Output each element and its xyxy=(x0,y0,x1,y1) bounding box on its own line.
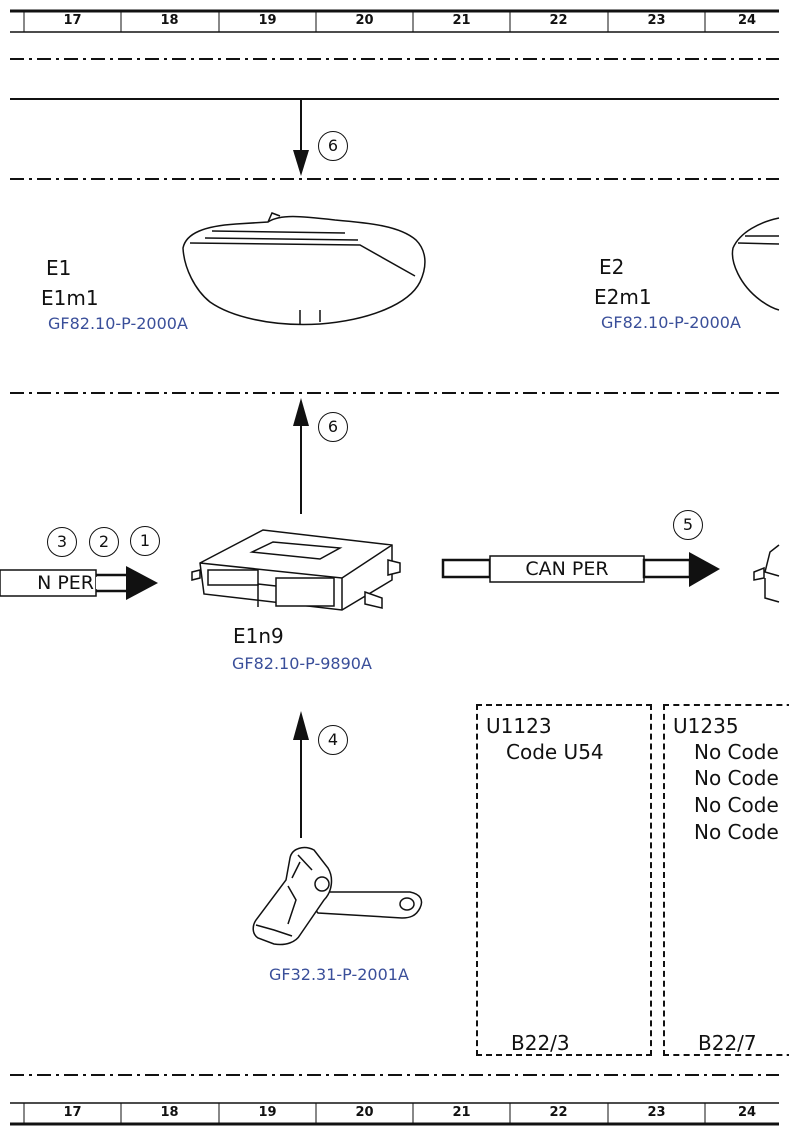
code-box-u1235: U1235 No Code No Code No Code No Code B2… xyxy=(663,704,789,1056)
ruler-col-20: 20 xyxy=(355,13,374,28)
ruler-col-17: 17 xyxy=(63,1105,82,1120)
sensor-illustration xyxy=(252,846,423,946)
e1-label: E1 xyxy=(46,256,72,280)
ruler-col-21: 21 xyxy=(452,1105,471,1120)
headlamp-e1-illustration xyxy=(182,212,426,326)
e2m1-label: E2m1 xyxy=(594,285,652,309)
section-separators xyxy=(10,58,779,1076)
ruler-col-20: 20 xyxy=(355,1105,374,1120)
callout-bubble: 2 xyxy=(89,527,119,557)
code-box-line: No Code xyxy=(694,793,779,817)
code-box-line: No Code xyxy=(694,820,779,844)
callout-bubble: 1 xyxy=(130,526,160,556)
callout-bubble: 5 xyxy=(673,510,703,540)
code-box-line: Code U54 xyxy=(506,740,604,764)
callout-bubble: 3 xyxy=(47,527,77,557)
ruler-col-23: 23 xyxy=(647,1105,666,1120)
right-bus-label: CAN PER xyxy=(525,558,609,580)
ruler-col-18: 18 xyxy=(160,1105,179,1120)
sensor-ref-link[interactable]: GF32.31-P-2001A xyxy=(269,965,409,984)
left-bus-label: N PER xyxy=(37,572,94,594)
bottom-ruler xyxy=(10,1102,779,1126)
e1n9-label: E1n9 xyxy=(233,624,284,648)
code-box-footer: B22/7 xyxy=(698,1031,757,1055)
arrow-up-mid xyxy=(293,398,309,514)
ruler-col-24: 24 xyxy=(737,13,757,28)
code-box-footer: B22/3 xyxy=(511,1031,570,1055)
code-box-line: No Code xyxy=(694,740,779,764)
code-box-title: U1123 xyxy=(486,714,552,738)
callout-bubble: 6 xyxy=(318,412,348,442)
ruler-col-24: 24 xyxy=(737,1105,757,1120)
ruler-col-18: 18 xyxy=(160,13,179,28)
e2-ref-link[interactable]: GF82.10-P-2000A xyxy=(601,313,741,332)
ruler-col-17: 17 xyxy=(63,13,82,28)
callout-bubble: 6 xyxy=(318,131,348,161)
e2-label: E2 xyxy=(599,255,625,279)
left-can-bus xyxy=(0,566,158,600)
arrow-up-bottom xyxy=(293,711,309,838)
ruler-col-22: 22 xyxy=(549,13,568,28)
top-ruler xyxy=(10,9,779,33)
code-box-line: No Code xyxy=(694,766,779,790)
code-box-title: U1235 xyxy=(673,714,739,738)
partial-module-illustration xyxy=(753,544,780,603)
headlamp-e2-illustration xyxy=(731,217,780,311)
arrow-down-top xyxy=(293,99,309,176)
e1n9-ref-link[interactable]: GF82.10-P-9890A xyxy=(232,654,372,673)
ruler-col-21: 21 xyxy=(452,13,471,28)
ruler-col-23: 23 xyxy=(647,13,666,28)
e1-ref-link[interactable]: GF82.10-P-2000A xyxy=(48,314,188,333)
ruler-col-19: 19 xyxy=(258,1105,277,1120)
ruler-col-22: 22 xyxy=(549,1105,568,1120)
ruler-col-19: 19 xyxy=(258,13,277,28)
control-unit-e1n9-illustration xyxy=(191,529,401,611)
e1m1-label: E1m1 xyxy=(41,286,99,310)
code-box-u1123: U1123 Code U54 B22/3 xyxy=(476,704,652,1056)
callout-bubble: 4 xyxy=(318,725,348,755)
right-can-bus xyxy=(441,552,720,587)
